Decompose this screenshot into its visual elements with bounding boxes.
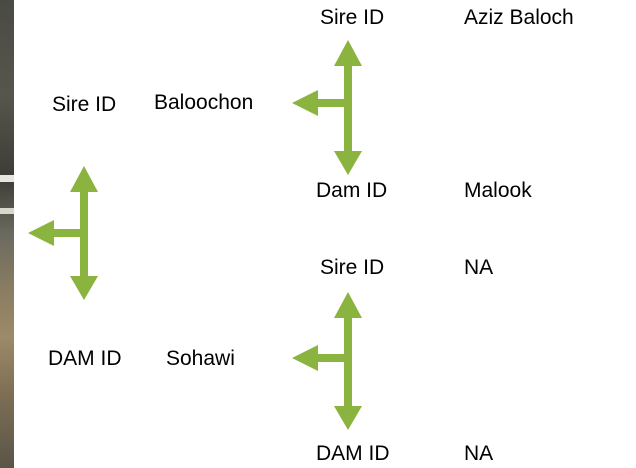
arrow-down-head (70, 276, 98, 300)
sire-value: Baloochon (154, 91, 254, 114)
horizontal-connector (50, 229, 84, 237)
arrow-left-head (292, 90, 318, 116)
horizontal-connector (314, 99, 348, 107)
arrow-up-head (334, 292, 362, 318)
arrow-down-head (334, 151, 362, 175)
arrow-down-head (334, 406, 362, 430)
arrow-up-head (334, 40, 362, 66)
sire-label: Sire ID (52, 93, 117, 116)
granddam-sire-value: Malook (464, 179, 532, 202)
arrow-left-head (292, 345, 318, 371)
vertical-connector (344, 64, 352, 154)
background-photo-edge (0, 0, 14, 468)
grandsire-sire-label: Sire ID (320, 6, 385, 29)
branch-arrow-dam-side (292, 292, 362, 430)
granddam-dam-label: DAM ID (316, 442, 390, 465)
branch-arrow-root (28, 166, 98, 300)
dam-value: Sohawi (166, 347, 235, 370)
dam-label: DAM ID (48, 347, 122, 370)
grandsire-dam-value: NA (464, 256, 494, 279)
branch-arrow-sire-side (292, 40, 362, 175)
granddam-dam-value: NA (464, 442, 494, 465)
arrow-left-head (28, 220, 54, 246)
grandsire-sire-value: Aziz Baloch (464, 6, 574, 29)
grandsire-dam-label: Sire ID (320, 256, 385, 279)
granddam-sire-label: Dam ID (316, 179, 388, 202)
arrow-up-head (70, 166, 98, 192)
horizontal-connector (314, 354, 348, 362)
